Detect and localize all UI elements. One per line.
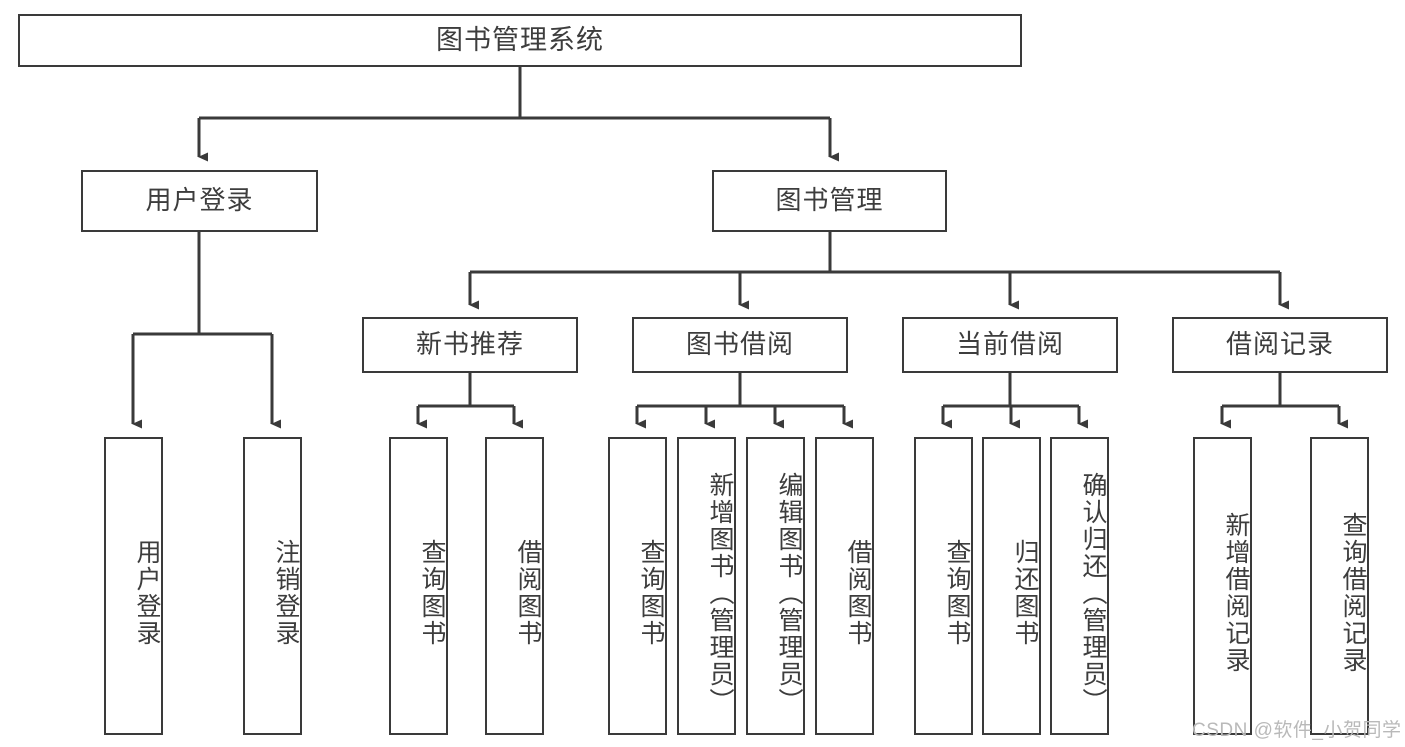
leaf-label: 用户登录	[133, 539, 161, 647]
leaf-label: 查询图书	[418, 539, 446, 647]
node-book-borrow[interactable]: 图书借阅	[632, 317, 848, 373]
node-current-borrow[interactable]: 当前借阅	[902, 317, 1118, 373]
leaf-add-book-admin[interactable]: 新增图书（管理员）	[677, 437, 736, 735]
leaf-return-book[interactable]: 归还图书	[982, 437, 1041, 735]
leaf-label: 查询图书	[943, 539, 971, 647]
leaf-query-book-recommend[interactable]: 查询图书	[389, 437, 448, 735]
leaf-confirm-return-admin[interactable]: 确认归还（管理员）	[1050, 437, 1109, 735]
leaf-label: 借阅图书	[844, 539, 872, 647]
node-root-system[interactable]: 图书管理系统	[18, 14, 1022, 67]
leaf-label: 借阅图书	[514, 539, 542, 647]
leaf-label: 查询图书	[637, 539, 665, 647]
leaf-query-book-borrow[interactable]: 查询图书	[608, 437, 667, 735]
leaf-label: 注销登录	[272, 539, 300, 647]
node-user-login[interactable]: 用户登录	[81, 170, 318, 232]
leaf-label: 编辑图书（管理员）	[775, 471, 803, 715]
node-book-management[interactable]: 图书管理	[712, 170, 947, 232]
leaf-label: 新增图书（管理员）	[706, 471, 734, 715]
leaf-label: 确认归还（管理员）	[1079, 471, 1107, 715]
leaf-logout[interactable]: 注销登录	[243, 437, 302, 735]
leaf-query-borrow-record[interactable]: 查询借阅记录	[1310, 437, 1369, 735]
leaf-borrow-book-recommend[interactable]: 借阅图书	[485, 437, 544, 735]
leaf-borrow-book[interactable]: 借阅图书	[815, 437, 874, 735]
leaf-query-book-current[interactable]: 查询图书	[914, 437, 973, 735]
leaf-add-borrow-record[interactable]: 新增借阅记录	[1193, 437, 1252, 735]
node-new-book-recommend[interactable]: 新书推荐	[362, 317, 578, 373]
leaf-label: 查询借阅记录	[1339, 512, 1367, 674]
leaf-label: 新增借阅记录	[1222, 512, 1250, 674]
node-borrow-record[interactable]: 借阅记录	[1172, 317, 1388, 373]
leaf-label: 归还图书	[1011, 539, 1039, 647]
leaf-edit-book-admin[interactable]: 编辑图书（管理员）	[746, 437, 805, 735]
leaf-user-login[interactable]: 用户登录	[104, 437, 163, 735]
csdn-watermark: CSDN @软件_小贺同学	[1192, 720, 1402, 741]
